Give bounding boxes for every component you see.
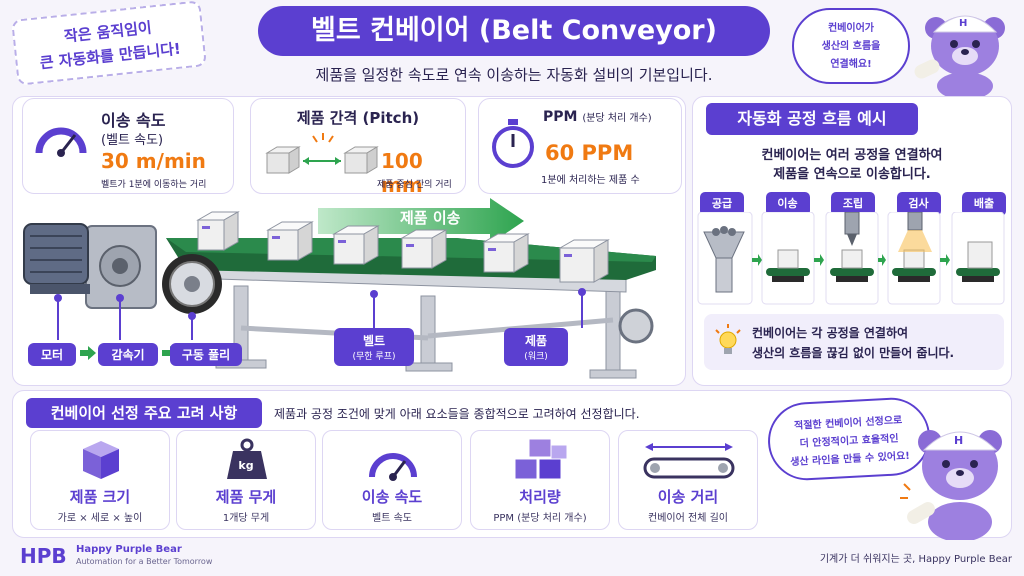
cube-icon: [83, 441, 119, 479]
label-drive-pulley: 구동 풀리: [170, 343, 242, 366]
speed-sel-title: 이송 속도: [361, 488, 423, 506]
metric-card-speed: 이송 속도 (벨트 속도) 30 m/min 벨트가 1분에 이동하는 거리: [22, 98, 234, 194]
throughput-title: 처리량: [519, 488, 561, 506]
selection-card-size: 제품 크기 가로 × 세로 × 높이: [30, 430, 170, 530]
pitch-icon: [265, 133, 379, 174]
selection-title-text: 컨베이어 선정 주요 고려 사항: [50, 404, 238, 422]
speed-sel-sub: 벨트 속도: [372, 513, 412, 524]
weight-icon-label: kg: [238, 459, 254, 472]
process-flow-illustration: [697, 212, 1005, 305]
label-reducer: 감속기: [98, 343, 158, 366]
speedometer-icon: [35, 127, 87, 157]
distance-title: 이송 거리: [657, 488, 719, 506]
process-title: 자동화 공정 흐름 예시: [706, 103, 918, 135]
selection-card-distance: 이송 거리 컨베이어 전체 길이: [618, 430, 758, 530]
size-title: 제품 크기: [69, 488, 131, 506]
page-subtitle: 제품을 일정한 속도로 연속 이송하는 자동화 설비의 기본입니다.: [315, 66, 713, 84]
pitch-title: 제품 간격 (Pitch): [296, 109, 420, 127]
ppm-title-small: (분당 처리 개수): [582, 113, 652, 124]
speed-desc: 벨트가 1분에 이동하는 거리: [101, 180, 207, 190]
bubble-top-line-2: 생산의 흐름을: [821, 41, 881, 52]
label-product: 제품 (워크): [504, 328, 568, 366]
ppm-title: PPM (분당 처리 개수): [543, 109, 652, 125]
label-product-main: 제품: [524, 334, 548, 348]
ppm-title-main: PPM: [543, 109, 578, 125]
tip-line-2: 생산의 흐름을 끊김 없이 만들어 줍니다.: [752, 346, 955, 360]
label-motor: 모터: [28, 343, 76, 366]
speed-title: 이송 속도: [101, 111, 166, 130]
pitch-desc: 제품 중심 간의 거리: [377, 180, 452, 190]
bubble-top-line-1: 컨베이어가: [828, 23, 874, 34]
boxes-stack-icon: [514, 438, 568, 480]
label-belt-sub: (무한 루프): [352, 352, 396, 362]
weight-sub: 1개당 무게: [222, 513, 270, 524]
page-title-text: 벨트 컨베이어 (Belt Conveyor): [311, 15, 717, 46]
footer-brand: Happy Purple Bear: [76, 544, 182, 555]
selection-title: 컨베이어 선정 주요 고려 사항: [26, 398, 262, 428]
conveyor-length-icon: [643, 443, 735, 479]
process-title-text: 자동화 공정 흐름 예시: [737, 109, 887, 128]
ppm-desc: 1분에 처리하는 제품 수: [541, 175, 640, 186]
distance-sub: 컨베이어 전체 길이: [648, 513, 728, 524]
selection-card-throughput: 처리량 PPM (분당 처리 개수): [470, 430, 610, 530]
bubble-top-line-3: 연결해요!: [830, 59, 872, 70]
footer-tagline: Automation for a Better Tomorrow: [76, 557, 213, 566]
label-product-sub: (워크): [524, 352, 548, 362]
stopwatch-icon: [492, 119, 534, 168]
selection-desc: 제품과 공정 조건에 맞게 아래 요소들을 종합적으로 고려하여 선정합니다.: [274, 407, 640, 421]
tip-line-1: 컨베이어는 각 공정을 연결하여: [752, 326, 909, 340]
page-title: 벨트 컨베이어 (Belt Conveyor): [258, 6, 770, 56]
weight-title: 제품 무게: [215, 488, 277, 506]
metric-card-pitch: 제품 간격 (Pitch) 100 mm 제품 중심 간의 거리: [250, 98, 466, 197]
bear-mascot-bottom: H: [900, 430, 1002, 540]
speed-subtitle: (벨트 속도): [101, 133, 164, 148]
bear-mascot-top: H: [914, 15, 1005, 98]
size-sub: 가로 × 세로 × 높이: [57, 513, 143, 524]
weight-icon: [227, 438, 267, 479]
belt-conveyor-illustration: [23, 211, 656, 379]
svg-text:H: H: [959, 18, 967, 29]
metric-card-ppm: PPM (분당 처리 개수) 60 PPM 1분에 처리하는 제품 수: [478, 98, 682, 194]
arrow-right-icon: [80, 346, 96, 360]
footer-logo: HPB: [20, 544, 67, 568]
ppm-value: 60 PPM: [545, 141, 634, 165]
footer-right-text: 기계가 더 쉬워지는 곳, Happy Purple Bear: [819, 554, 1012, 565]
selection-card-weight: kg 제품 무게 1개당 무게: [176, 430, 316, 530]
label-belt: 벨트 (무한 루프): [334, 328, 414, 366]
throughput-sub: PPM (분당 처리 개수): [493, 513, 587, 524]
selection-card-speed: 이송 속도 벨트 속도: [322, 430, 462, 530]
process-desc-1: 컨베이어는 여러 공정을 연결하여: [761, 148, 943, 163]
svg-text:H: H: [954, 434, 963, 447]
process-desc-2: 제품을 연속으로 이송합니다.: [773, 167, 931, 182]
speedometer-icon: [369, 453, 417, 481]
speech-bubble-top: 컨베이어가 생산의 흐름을 연결해요!: [792, 8, 910, 84]
process-tip: 컨베이어는 각 공정을 연결하여 생산의 흐름을 끊김 없이 만들어 줍니다.: [704, 314, 1004, 370]
speed-value: 30 m/min: [101, 149, 206, 173]
label-belt-main: 벨트: [362, 334, 386, 348]
lightbulb-icon: [715, 324, 741, 354]
flow-label: 제품 이송: [400, 209, 461, 227]
pitch-value: 100 mm: [381, 149, 423, 197]
slogan-badge: 작은 움직임이 큰 자동화를 만듭니다!: [11, 0, 207, 86]
